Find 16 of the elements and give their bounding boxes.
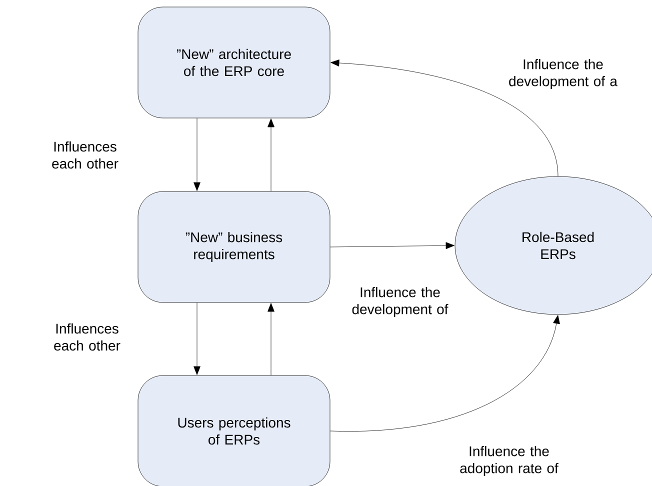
annotation-label: Influences each other	[54, 323, 120, 351]
arrow	[330, 315, 560, 432]
rounded-box: Users perceptions of ERPs	[138, 375, 330, 486]
rounded-box: ”New” business requirements	[138, 191, 330, 303]
arrow	[268, 118, 274, 192]
annotation-label: Influences each other	[52, 141, 118, 169]
arrow	[330, 60, 558, 176]
edge-label: Influence the development of a	[509, 58, 618, 90]
edge-label: Influence the adoption rate of	[460, 446, 558, 476]
arrow	[268, 303, 274, 376]
arrow	[194, 302, 200, 375]
ellipse-node: Role-Based ERPs	[454, 176, 652, 315]
rounded-box: ”New” architecture of the ERP core	[138, 6, 330, 118]
arrow	[194, 118, 200, 191]
edge-label: Influence the development of	[352, 286, 448, 318]
arrow	[330, 242, 454, 250]
